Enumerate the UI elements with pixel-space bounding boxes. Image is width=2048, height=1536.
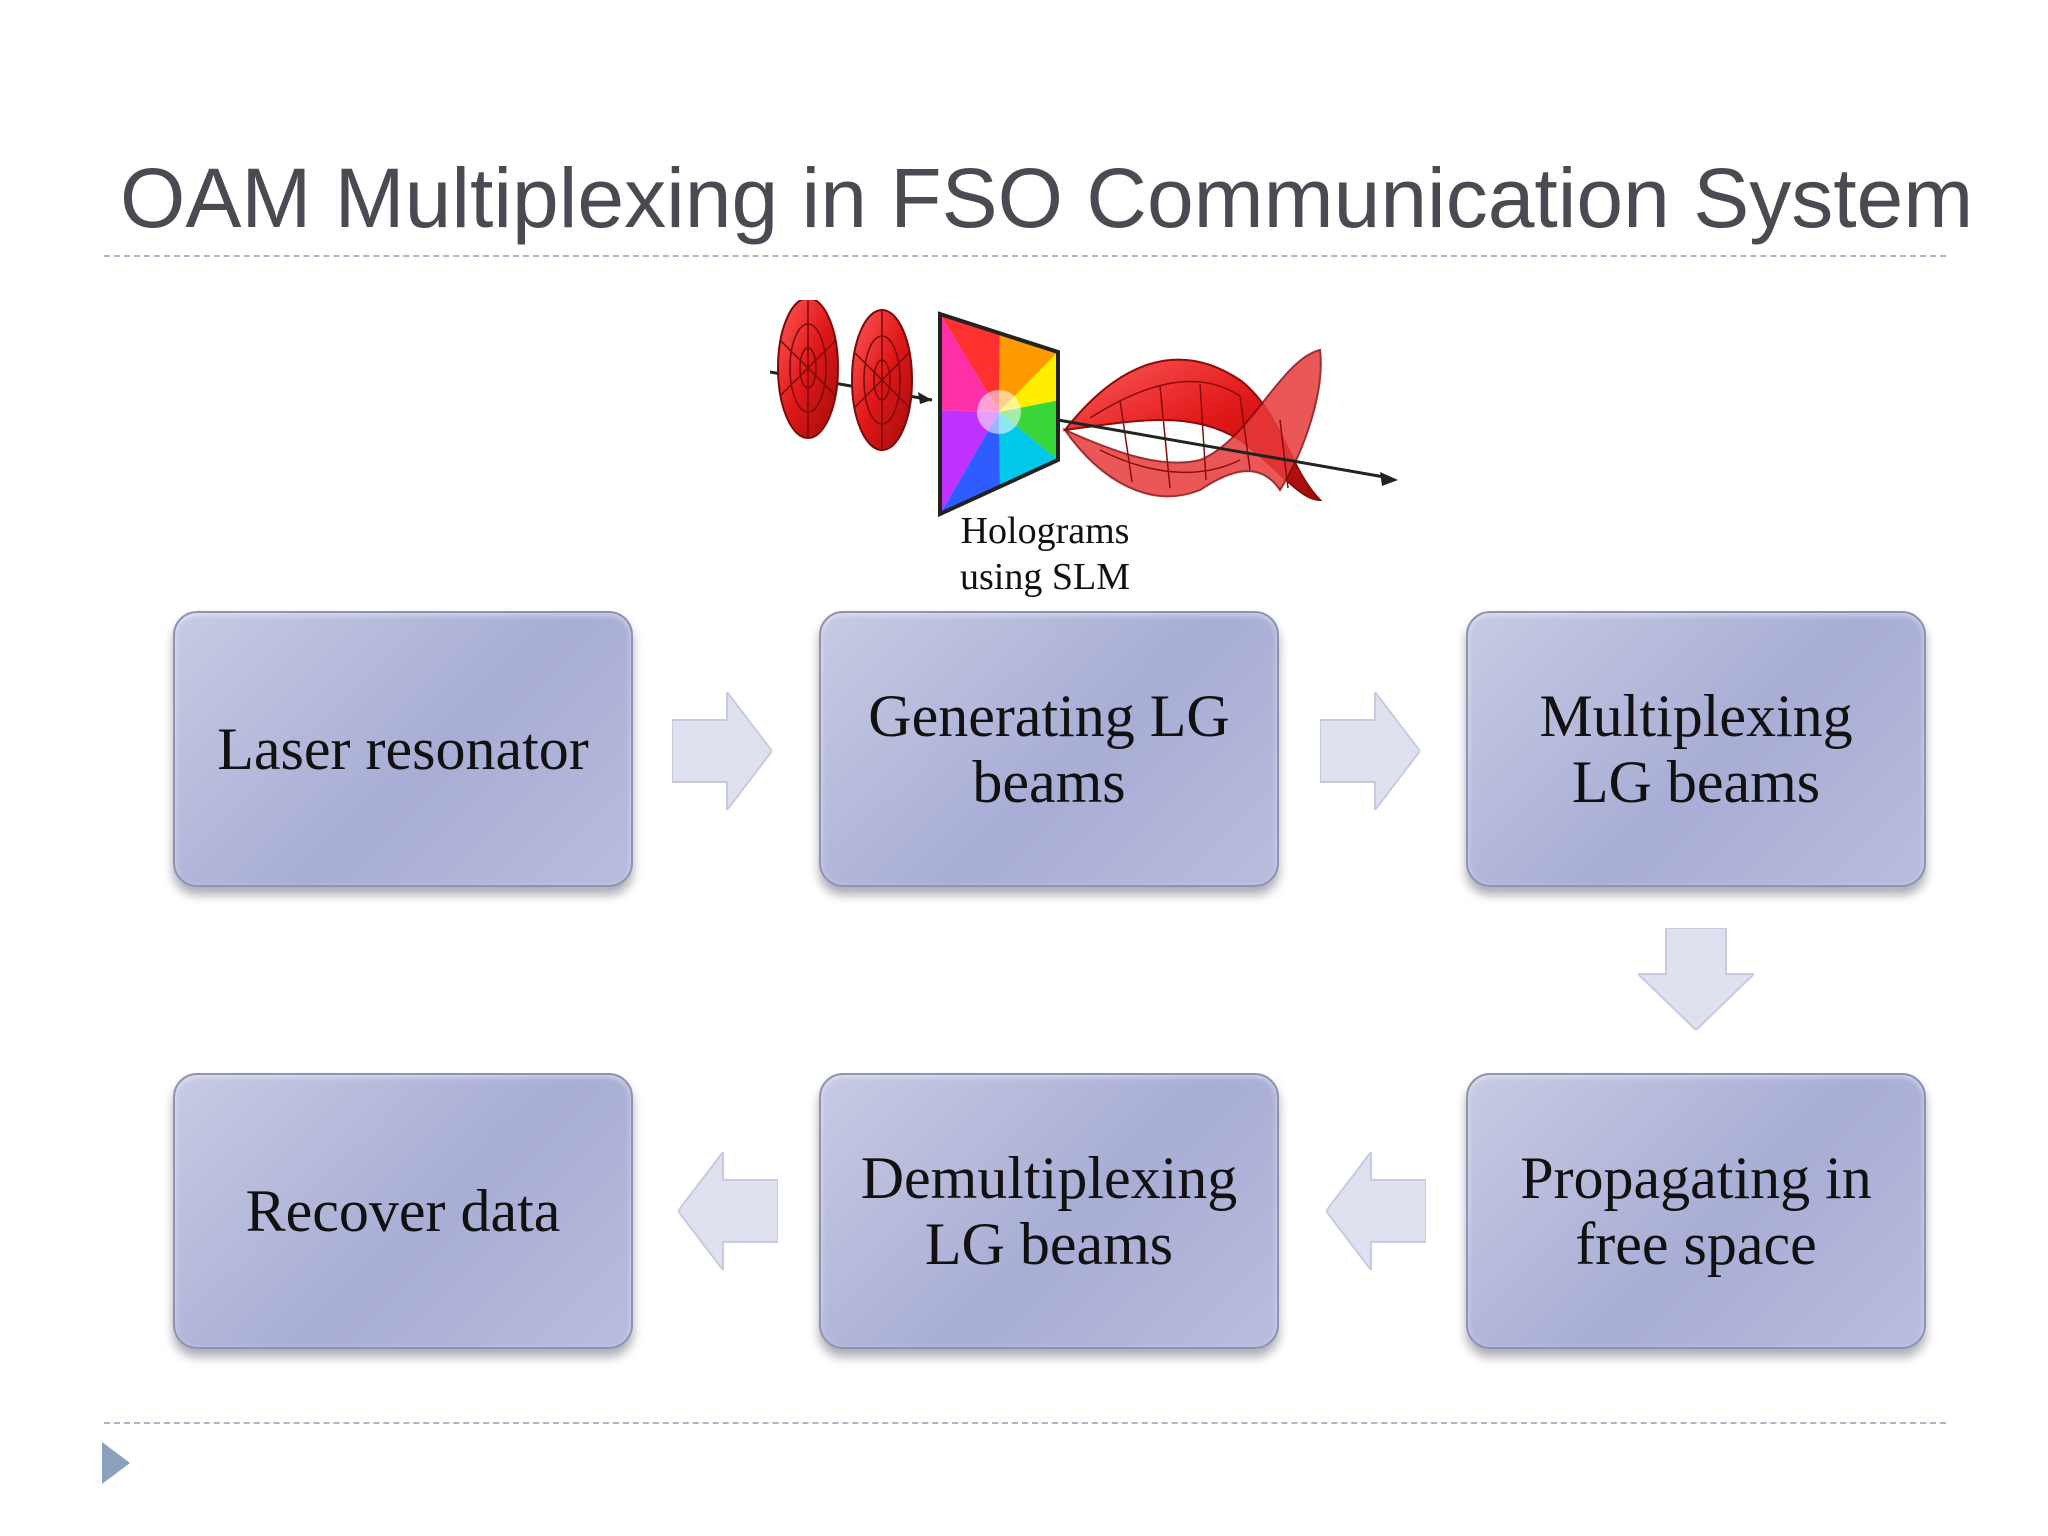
slm-panel-icon	[938, 311, 1060, 518]
beam-axis-out	[1057, 418, 1391, 480]
step-label-line2: LG beams	[924, 1211, 1174, 1277]
slide-marker-icon	[102, 1442, 130, 1484]
step-generating-lg-beams: Generating LG beams	[819, 611, 1279, 887]
beam-disk-icon	[777, 300, 839, 439]
footer-divider	[104, 1422, 1946, 1424]
step-propagating-free-space: Propagating in free space	[1466, 1073, 1926, 1349]
step-label-line1: Multiplexing	[1539, 683, 1853, 749]
step-laser-resonator: Laser resonator	[173, 611, 633, 887]
step-label-line2: LG beams	[1571, 749, 1821, 815]
helical-wave-icon	[1062, 348, 1323, 502]
hologram-caption: Holograms using SLM	[930, 508, 1160, 600]
arrow-right-icon	[1320, 692, 1420, 810]
step-label-line1: Demultiplexing	[860, 1145, 1238, 1211]
step-label-line2: beams	[972, 749, 1126, 815]
step-multiplexing-lg-beams: Multiplexing LG beams	[1466, 611, 1926, 887]
arrow-down-icon	[1638, 928, 1754, 1030]
step-demultiplexing-lg-beams: Demultiplexing LG beams	[819, 1073, 1279, 1349]
step-label-line1: Propagating in	[1520, 1145, 1872, 1211]
step-label-line2: free space	[1575, 1211, 1817, 1277]
arrow-right-icon	[672, 692, 772, 810]
hologram-caption-line2: using SLM	[960, 556, 1130, 598]
step-label: Recover data	[245, 1178, 561, 1244]
arrow-left-icon	[1326, 1152, 1426, 1270]
hologram-illustration	[769, 300, 1398, 518]
arrow-left-icon	[678, 1152, 778, 1270]
hologram-caption-line1: Holograms	[960, 510, 1130, 552]
step-label-line1: Generating LG	[868, 683, 1230, 749]
beam-disk-icon	[851, 309, 913, 451]
title-divider	[104, 255, 1946, 257]
slide-title: OAM Multiplexing in FSO Communication Sy…	[120, 151, 1974, 245]
step-recover-data: Recover data	[173, 1073, 633, 1349]
step-label: Laser resonator	[217, 716, 589, 782]
